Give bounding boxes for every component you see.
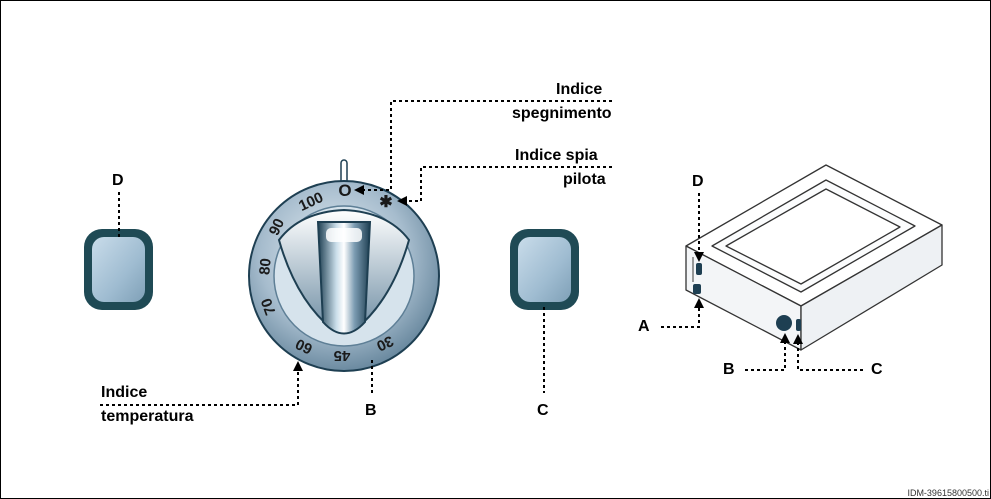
label-indice-spia-pilota-1: Indice spia bbox=[515, 147, 598, 164]
label-indice-spegnimento-1: Indice bbox=[556, 81, 603, 98]
label-b-middle: B bbox=[365, 402, 377, 419]
pilot-symbol: ✱ bbox=[379, 194, 392, 211]
label-c-middle: C bbox=[537, 402, 549, 419]
scale-60: 60 bbox=[293, 335, 315, 357]
scale-80: 80 bbox=[256, 258, 274, 276]
leader-temperatura bbox=[100, 370, 299, 406]
arrow-c-right bbox=[793, 334, 803, 344]
leader-b-right bbox=[745, 341, 786, 371]
arrow-a bbox=[694, 298, 704, 308]
reference-code: IDM-39615800500.ti bbox=[907, 488, 989, 498]
arrow-d-right bbox=[694, 252, 704, 262]
leader-a bbox=[661, 306, 700, 328]
label-indice-temperatura-1: Indice bbox=[101, 384, 148, 401]
button-c bbox=[510, 229, 579, 310]
appliance-controls bbox=[693, 263, 801, 331]
leader-spegnimento bbox=[360, 100, 612, 191]
scale-70: 70 bbox=[258, 296, 280, 317]
scale-30: 30 bbox=[374, 332, 396, 354]
label-d-left: D bbox=[112, 172, 124, 189]
scale-90: 90 bbox=[266, 216, 288, 238]
scale-45: 45 bbox=[334, 347, 351, 364]
knob-scale: 100 90 80 70 60 45 30 O ✱ bbox=[256, 181, 396, 364]
label-b-right: B bbox=[723, 361, 735, 378]
label-indice-spia-pilota-2: pilota bbox=[563, 171, 606, 188]
temperature-knob bbox=[248, 159, 440, 372]
label-c-right: C bbox=[871, 361, 883, 378]
arrow-spegnimento bbox=[354, 185, 364, 195]
label-d-right: D bbox=[692, 173, 704, 190]
button-d bbox=[84, 229, 153, 310]
label-indice-temperatura-2: temperatura bbox=[101, 408, 194, 425]
arrow-spia-pilota bbox=[397, 196, 407, 206]
arrow-temperatura bbox=[293, 361, 303, 371]
arrow-b-right bbox=[780, 333, 790, 343]
label-a: A bbox=[638, 318, 650, 335]
label-indice-spegnimento-2: spegnimento bbox=[512, 105, 612, 122]
off-symbol: O bbox=[338, 181, 351, 200]
appliance-drawing bbox=[685, 164, 943, 351]
